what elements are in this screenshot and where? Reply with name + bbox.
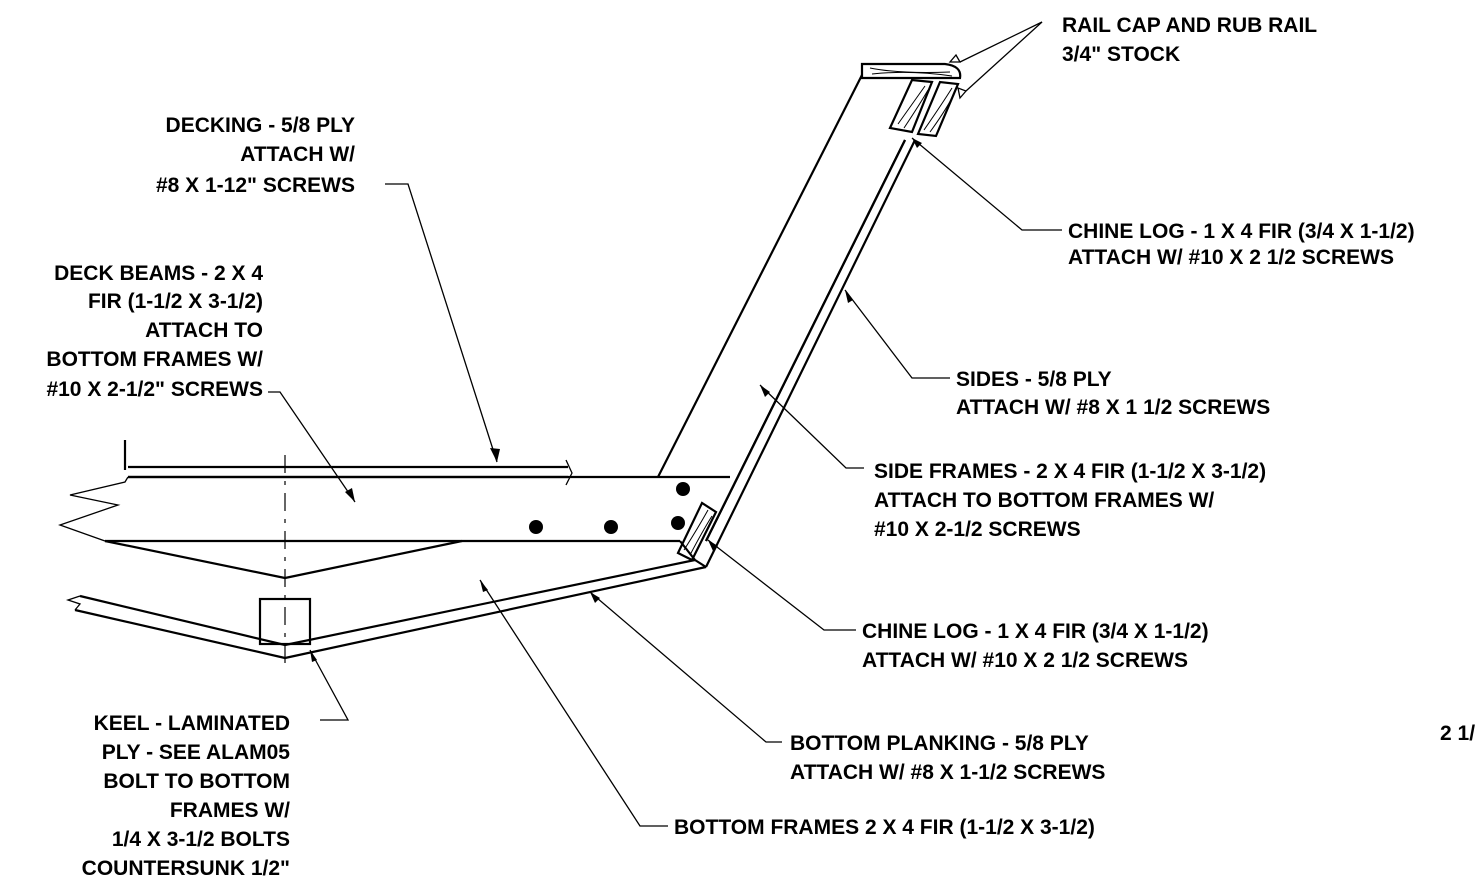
label-decking-line3: #8 X 1-12" SCREWS	[156, 174, 355, 197]
hull-structure	[58, 62, 962, 670]
label-deck-beams-line5: #10 X 2-1/2" SCREWS	[46, 378, 263, 401]
label-scale-fragment-text: 2 1/	[1440, 722, 1475, 745]
label-bottom-frames: BOTTOM FRAMES 2 X 4 FIR (1-1/2 X 3-1/2)	[674, 816, 1095, 839]
bolt	[604, 520, 618, 534]
label-keel-line4: FRAMES W/	[170, 799, 290, 822]
label-chine-log-bottom-line1: CHINE LOG - 1 X 4 FIR (3/4 X 1-1/2)	[862, 620, 1209, 643]
label-deck-beams-line1: DECK BEAMS - 2 X 4	[54, 262, 263, 285]
label-rail-cap-line2: 3/4" STOCK	[1062, 43, 1180, 66]
label-sides: SIDES - 5/8 PLY ATTACH W/ #8 X 1 1/2 SCR…	[956, 368, 1270, 419]
lower-chine-log	[676, 501, 718, 562]
label-deck-beams: DECK BEAMS - 2 X 4 FIR (1-1/2 X 3-1/2) A…	[46, 262, 263, 401]
label-chine-log-top: CHINE LOG - 1 X 4 FIR (3/4 X 1-1/2) ATTA…	[1068, 220, 1415, 269]
label-keel-line6: COUNTERSUNK 1/2"	[82, 857, 290, 880]
side-planking	[694, 139, 916, 568]
leader-lines	[268, 21, 1062, 827]
label-deck-beams-line4: BOTTOM FRAMES W/	[46, 348, 263, 371]
label-rail-cap: RAIL CAP AND RUB RAIL 3/4" STOCK	[1062, 14, 1317, 66]
label-keel: KEEL - LAMINATED PLY - SEE ALAM05 BOLT T…	[82, 712, 291, 880]
label-bottom-frames-line1: BOTTOM FRAMES 2 X 4 FIR (1-1/2 X 3-1/2)	[674, 816, 1095, 839]
label-chine-log-bottom-line2: ATTACH W/ #10 X 2 1/2 SCREWS	[862, 649, 1188, 672]
label-rail-cap-line1: RAIL CAP AND RUB RAIL	[1062, 14, 1317, 37]
label-side-frames: SIDE FRAMES - 2 X 4 FIR (1-1/2 X 3-1/2) …	[874, 460, 1266, 541]
label-deck-beams-line3: ATTACH TO	[145, 319, 263, 342]
label-sides-line2: ATTACH W/ #8 X 1 1/2 SCREWS	[956, 396, 1270, 419]
label-side-frames-line1: SIDE FRAMES - 2 X 4 FIR (1-1/2 X 3-1/2)	[874, 460, 1266, 483]
label-sides-line1: SIDES - 5/8 PLY	[956, 368, 1112, 391]
label-keel-line3: BOLT TO BOTTOM	[103, 770, 290, 793]
label-keel-line5: 1/4 X 3-1/2 BOLTS	[112, 828, 290, 851]
label-chine-log-bottom: CHINE LOG - 1 X 4 FIR (3/4 X 1-1/2) ATTA…	[862, 620, 1209, 672]
deck-beam	[58, 475, 730, 543]
bolt	[671, 516, 685, 530]
bottom-planking	[65, 540, 707, 660]
label-side-frames-line3: #10 X 2-1/2 SCREWS	[874, 518, 1081, 541]
label-bottom-planking: BOTTOM PLANKING - 5/8 PLY ATTACH W/ #8 X…	[790, 732, 1105, 784]
keel	[258, 455, 312, 670]
upper-chine-logs	[888, 78, 960, 138]
label-chine-log-top-line1: CHINE LOG - 1 X 4 FIR (3/4 X 1-1/2)	[1068, 220, 1415, 243]
label-decking-line2: ATTACH W/	[240, 143, 355, 166]
label-deck-beams-line2: FIR (1-1/2 X 3-1/2)	[88, 290, 263, 313]
bolt	[676, 482, 690, 496]
label-decking-line1: DECKING - 5/8 PLY	[166, 114, 355, 137]
label-bottom-planking-line1: BOTTOM PLANKING - 5/8 PLY	[790, 732, 1089, 755]
label-keel-line2: PLY - SEE ALAM05	[102, 741, 291, 764]
bolt	[529, 520, 543, 534]
decking-panel	[123, 440, 573, 486]
rail-cap	[860, 62, 962, 80]
label-decking: DECKING - 5/8 PLY ATTACH W/ #8 X 1-12" S…	[156, 114, 355, 197]
label-keel-line1: KEEL - LAMINATED	[94, 712, 290, 735]
bottom-frame	[104, 539, 463, 580]
label-scale-fragment: 2 1/	[1440, 722, 1475, 745]
label-bottom-planking-line2: ATTACH W/ #8 X 1-1/2 SCREWS	[790, 761, 1105, 784]
label-side-frames-line2: ATTACH TO BOTTOM FRAMES W/	[874, 489, 1214, 512]
bolts	[529, 482, 690, 534]
label-chine-log-top-line2: ATTACH W/ #10 X 2 1/2 SCREWS	[1068, 246, 1394, 269]
side-frame	[657, 74, 906, 542]
